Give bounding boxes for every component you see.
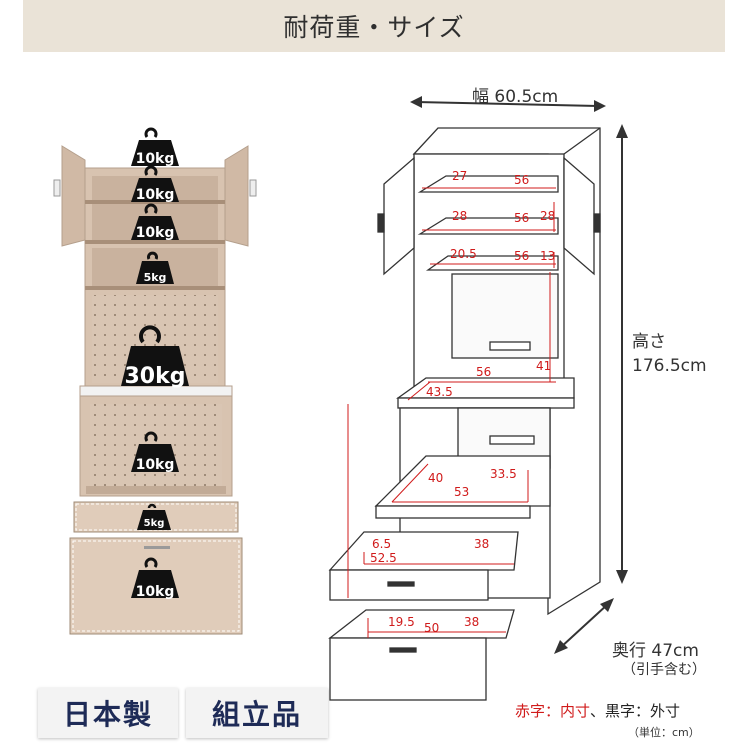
right-door [563,156,595,276]
weight-icon [131,127,179,166]
cabinet-photo: 10kg 10kg 10kg 5kg 30kg 10kg 5kg 10kg [53,127,257,635]
load-label-small-shelf: 5kg [144,271,167,284]
depth-dimension-label: 奥行 47cm [612,641,699,661]
legend-separator: 、 [590,702,606,720]
inner-dim-drawer2-height: 19.5 [388,615,415,629]
inner-dim-drawer2-width: 50 [424,621,439,635]
inner-dim-drawer1-depth: 38 [474,537,489,551]
weight-icon [131,165,179,202]
inner-dim-counter-depth: 43.5 [426,385,453,399]
load-label-slide-shelf: 10kg [136,457,175,473]
height-dimension-label: 高さ 176.5cm [632,330,707,378]
made-in-japan-text: 日本製 [62,698,153,731]
inner-dim-drawer1-height: 6.5 [372,537,391,551]
inner-dim-shelf3-depth: 20.5 [450,247,477,261]
assembly-text: 組立品 [211,698,302,731]
inner-dim-shelf2-height: 28 [540,209,555,223]
page-header: 耐荷重・サイズ [23,0,725,52]
weight-icon [131,431,179,472]
load-label-large-drawer: 10kg [136,584,175,600]
inner-dim-slide-width: 53 [454,485,469,499]
inner-dim-drawer2-depth: 38 [464,615,479,629]
inner-dim-open-height: 41 [536,359,551,373]
depth-dimension-note: （引手含む） [622,662,706,678]
inner-dim-shelf1-width: 56 [514,173,529,187]
right-door [224,145,249,247]
weight-icon [121,325,189,386]
height-dimension-value: 176.5cm [632,356,707,376]
lower-drawer [328,609,515,639]
inner-dim-shelf3-height: 13 [540,249,555,263]
weight-icon [131,557,179,598]
inner-dim-slide-depth: 40 [428,471,443,485]
inner-dim-shelf2-width: 56 [514,211,529,225]
load-label-top-1: 10kg [136,151,175,167]
weight-icon [137,503,171,530]
counter-top [395,377,575,399]
weight-icon [131,203,179,240]
cabinet-diagram: 27 56 28 56 28 20.5 56 13 56 41 43.5 40 … [328,96,628,701]
unit-note: （単位：cm） [628,726,700,739]
load-label-small-drawer: 5kg [144,518,165,529]
inner-dim-shelf2-depth: 28 [452,209,467,223]
inner-dim-shelf3-width: 56 [514,249,529,263]
left-door [61,145,86,247]
dimension-legend: 赤字：内寸、黒字：外寸 [515,700,680,721]
legend-inner: 赤字：内寸 [515,702,591,720]
load-label-top-3: 10kg [136,225,175,241]
left-door [383,156,415,276]
page-title: 耐荷重・サイズ [283,13,465,42]
inner-dim-drawer1-width: 52.5 [370,551,397,565]
inner-dim-shelf1-depth: 27 [452,169,467,183]
load-label-top-2: 10kg [136,187,175,203]
inner-dim-open-width: 56 [476,365,491,379]
load-label-pegboard: 30kg [125,364,186,389]
width-dimension-label: 幅 60.5cm [472,87,559,107]
inner-dim-slide-height: 33.5 [490,467,517,481]
legend-outer: 黒字：外寸 [605,702,681,720]
weight-icon [136,251,174,284]
assembly-badge: 組立品 [186,688,328,738]
height-dimension-title: 高さ [632,332,666,352]
made-in-japan-badge: 日本製 [38,688,178,738]
